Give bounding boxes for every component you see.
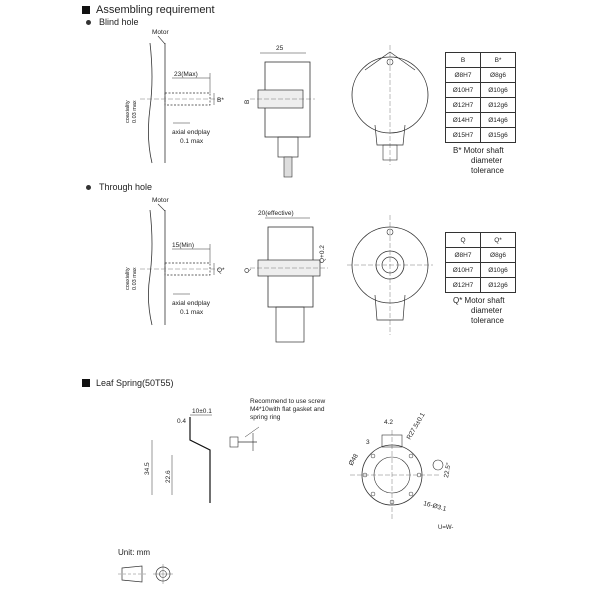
through-front-view [347,215,433,335]
blind-motor-drawing: Motor 23(Max) B* coaxiality 0.03 max axi… [125,29,224,164]
through-side-view: 20(effective) Q Q+0.2 [244,210,328,343]
leaf-heading: Leaf Spring(50T55) [96,378,174,388]
blind-note-1: B* Motor shaft [453,146,504,155]
through-dim-q2: Q+0.2 [319,245,326,263]
recommend-line-3: spring ring [250,414,281,421]
blind-cell: Ø10H7 [445,82,481,98]
through-endplay-1: axial endplay [172,300,211,307]
dot-bullet-icon [86,184,91,190]
blind-dim-25: 25 [276,45,284,52]
subsection-through: Through hole [86,182,152,192]
recommend-line-2: M4*10with flat gasket and [250,406,325,413]
blind-side-view: 25 B [244,45,315,178]
blind-coax-2: 0.03 max [132,100,138,123]
section-assembling: Assembling requirement [82,4,215,16]
through-coax-2: 0.03 max [132,267,138,290]
blind-note-3: tolerance [471,166,504,175]
blind-side-B: B [244,100,251,104]
through-note-1: Q* Motor shaft [453,296,505,305]
through-cell: Ø10g6 [480,262,516,278]
leaf-d-48: Ø48 [348,453,360,467]
blind-heading: Blind hole [99,17,139,27]
leaf-d-345: 34.5 [144,462,151,475]
leaf-d-10: 10±0.1 [192,408,212,415]
section-title: Assembling requirement [96,4,215,16]
blind-endplay-1: axial endplay [172,129,211,136]
dot-bullet-icon [86,19,91,25]
blind-motor-label: Motor [152,29,169,36]
square-bullet-icon [82,379,90,387]
blind-front-view [351,45,429,165]
recommend-line-1: Recommend to use screw [250,398,326,405]
through-cell: Ø8g6 [480,247,516,263]
blind-cell: Ø12g6 [480,97,516,113]
through-note-2: diameter [471,306,503,315]
through-th-0: Q [445,232,481,248]
blind-th-0: B [445,52,481,68]
blind-cell: Ø8H7 [445,67,481,83]
through-dim-eff: 20(effective) [258,210,294,217]
blind-cell: Ø14g6 [480,112,516,128]
leaf-profile-drawing: 10±0.1 0.4 34.5 22.6 [144,408,212,503]
section-leaf-spring: Leaf Spring(50T55) [82,378,174,388]
leaf-d-04: 0.4 [177,418,186,425]
blind-th-1: B* [480,52,516,68]
through-heading: Through hole [99,182,153,192]
leaf-d-42: 4.2 [384,419,393,426]
through-endplay-2: 0.1 max [180,309,204,316]
unit-label: Unit: mm [118,548,150,557]
plug-drawing [118,564,173,584]
leaf-d-3: 3 [366,439,370,446]
screw-drawing [229,426,260,451]
blind-cell: Ø8g6 [480,67,516,83]
blind-cell: Ø14H7 [445,112,481,128]
blind-coax-1: coaxiality [125,100,131,123]
leaf-d-226: 22.6 [165,470,172,483]
blind-cell: Ø15H7 [445,127,481,143]
uww-label: U=W- [438,525,454,531]
through-th-1: Q* [480,232,516,248]
through-coax-1: coaxiality [125,267,131,290]
blind-note-2: diameter [471,156,503,165]
through-motor-label: Motor [152,197,169,204]
screw-recommendation: Recommend to use screw M4*10with flat ga… [250,398,325,422]
through-cell: Ø12H7 [445,277,481,293]
leaf-d-r27: R27.5±0.1 [406,411,427,441]
square-bullet-icon [82,6,90,14]
blind-shaft-label: B* [217,97,224,104]
through-cell: Ø8H7 [445,247,481,263]
blind-endplay-2: 0.1 max [180,138,204,145]
through-motor-drawing: Motor 15(Min) Q* coaxiality 0.03 max axi… [125,197,225,326]
leaf-front-view: 4.2 3 R27.5±0.1 Ø48 22.5° 16-Ø3.1 [348,411,453,520]
through-shaft-label: Q* [217,267,225,274]
through-depth-label: 15(Min) [172,242,194,249]
subsection-blind: Blind hole [86,17,139,27]
blind-cell: Ø12H7 [445,97,481,113]
blind-cell: Ø15g6 [480,127,516,143]
through-cell: Ø12g6 [480,277,516,293]
blind-cell: Ø10g6 [480,82,516,98]
through-side-Q: Q [244,268,251,273]
through-cell: Ø10H7 [445,262,481,278]
through-note-3: tolerance [471,316,504,325]
leaf-d-225: 22.5° [442,462,453,479]
blind-depth-label: 23(Max) [174,71,198,78]
leaf-d-holes: 16-Ø3.1 [422,500,447,513]
